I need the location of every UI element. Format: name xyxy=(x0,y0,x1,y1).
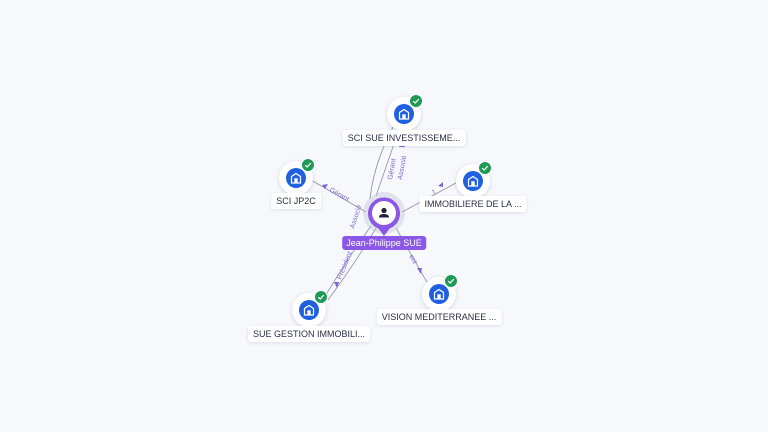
verified-check-icon xyxy=(478,161,492,175)
person-icon xyxy=(379,207,389,218)
edge-person-sue-gestion-b xyxy=(327,227,377,301)
verified-check-icon xyxy=(444,274,458,288)
building-icon xyxy=(463,171,483,191)
edge-label-sci-jp2c-1: Gérant xyxy=(328,187,350,204)
building-icon xyxy=(429,284,449,304)
company-node-sci-sue-investissements[interactable] xyxy=(387,94,423,131)
person-name-label[interactable]: Jean-Philippe SUE xyxy=(342,236,426,250)
arrowhead-sue-gestion xyxy=(334,282,339,288)
company-label[interactable]: SCI JP2C xyxy=(271,193,321,209)
company-node-vision-mediterranee[interactable] xyxy=(422,274,458,311)
arrowhead-vision xyxy=(417,268,422,274)
company-label[interactable]: SCI SUE INVESTISSEME... xyxy=(342,130,466,146)
arrowhead-immobiliere xyxy=(438,182,443,187)
verified-check-icon xyxy=(301,158,315,172)
company-node-sue-gestion-immobiliere[interactable] xyxy=(292,290,328,327)
verified-check-icon xyxy=(409,94,423,108)
building-icon xyxy=(286,168,306,188)
edge-label-sci-sue-1: Gérant xyxy=(387,158,398,180)
edge-label-immobiliere: t xyxy=(432,189,437,196)
company-label[interactable]: VISION MEDITERRANEE ... xyxy=(376,309,502,325)
building-icon xyxy=(394,104,414,124)
arrowhead-sci-jp2c xyxy=(322,184,328,189)
edge-person-sci-jp2c xyxy=(310,179,367,213)
edge-label-sci-jp2c-2: Associé xyxy=(349,204,363,230)
edge-label-sci-sue-2: Associé xyxy=(397,155,408,180)
company-node-immobiliere-de-la[interactable] xyxy=(456,161,492,198)
edge-person-sue-gestion-a xyxy=(323,225,372,299)
verified-check-icon xyxy=(314,290,328,304)
company-label[interactable]: IMMOBILIERE DE LA ... xyxy=(419,196,527,212)
company-node-sci-jp2c[interactable] xyxy=(279,158,315,195)
person-node[interactable] xyxy=(366,195,402,237)
building-icon xyxy=(299,300,319,320)
edge-label-vision: ent xyxy=(407,254,418,266)
company-label[interactable]: SUE GESTION IMMOBILI... xyxy=(247,326,371,342)
